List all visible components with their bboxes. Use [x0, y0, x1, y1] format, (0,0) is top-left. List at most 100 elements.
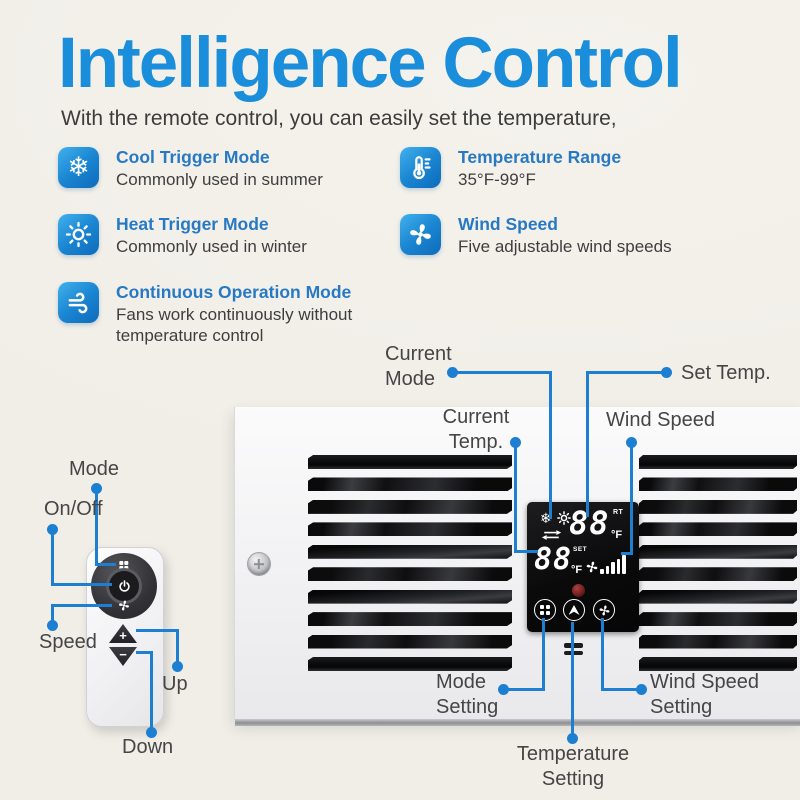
snowflake-icon: ❄ [540, 511, 552, 527]
feature-title: Temperature Range [458, 147, 622, 167]
page-title: Intelligence Control [58, 24, 683, 103]
vent-louver [639, 544, 797, 559]
callout-dot [626, 437, 637, 448]
set-temp-value: 88 [534, 542, 573, 577]
page-subtitle: With the remote control, you can easily … [61, 107, 617, 130]
wind-icon [58, 282, 99, 323]
feature-title: Cool Trigger Mode [116, 147, 270, 167]
callout-dot [47, 620, 58, 631]
vent-louver [639, 612, 797, 627]
vent-louver [639, 656, 797, 671]
snowflake-icon: ❄ [58, 147, 99, 188]
power-icon [118, 579, 130, 592]
vent-louver [308, 656, 512, 671]
screw-icon [247, 552, 271, 576]
callout-line [630, 442, 633, 555]
callout-line [95, 563, 116, 566]
feature-title: Heat Trigger Mode [116, 214, 269, 234]
remote-speed-button [118, 599, 131, 612]
feature-desc: Fans work continuously without temperatu… [116, 305, 353, 345]
up-arrow-icon [568, 605, 580, 615]
feature-title: Wind Speed [458, 214, 558, 234]
set-unit: °F [571, 564, 583, 576]
vent-louver [308, 589, 512, 604]
vent-louver [308, 612, 512, 627]
callout-line [589, 371, 666, 374]
vent-louver [639, 589, 797, 604]
temperature-setting-button [563, 599, 585, 621]
callout-down: Down [122, 736, 174, 758]
rt-label: RT [613, 509, 624, 516]
callout-dot [498, 684, 509, 695]
vent-louver [308, 634, 512, 649]
wind-speed-bars [600, 550, 628, 574]
callout-line [514, 442, 517, 553]
feature-heat-trigger-mode: Heat Trigger Mode Commonly used in winte… [58, 214, 388, 258]
callout-line [621, 552, 633, 555]
callout-line [51, 529, 54, 586]
callout-wind-speed: Wind Speed [606, 409, 715, 431]
callout-line [452, 371, 552, 374]
callout-line [176, 629, 179, 665]
callout-line [514, 550, 538, 553]
mode-setting-button [534, 599, 556, 621]
fan-icon [585, 560, 599, 579]
callout-on-off: On/Off [44, 498, 103, 520]
vent-grille-left [308, 455, 512, 671]
callout-line [586, 371, 589, 517]
callout-dot [447, 367, 458, 378]
callout-line [549, 371, 552, 519]
callout-dot [146, 727, 157, 738]
callout-line [51, 604, 112, 607]
callout-line [504, 688, 545, 691]
feature-title: Continuous Operation Mode [116, 282, 352, 302]
callout-line [601, 688, 641, 691]
thermometer-icon [400, 147, 441, 188]
loop-mode-icon [541, 528, 562, 546]
vent-louver [639, 455, 797, 469]
vent-louver [308, 455, 512, 469]
vent-louver [308, 567, 512, 582]
feature-desc: Five adjustable wind speeds [458, 237, 672, 256]
callout-line [95, 488, 98, 566]
callout-dot [91, 483, 102, 494]
feature-temperature-range: Temperature Range 35°F-99°F [400, 147, 740, 191]
callout-mode: Mode [69, 458, 120, 480]
sun-icon [557, 511, 571, 530]
plus-label: + [119, 628, 127, 643]
vent-louver [308, 499, 512, 514]
callout-dot [172, 661, 183, 672]
remote-power-button [106, 568, 142, 604]
callout-line [51, 606, 54, 625]
callout-line [601, 618, 604, 691]
vent-louver [639, 522, 797, 537]
callout-line [136, 629, 179, 632]
callout-dot [47, 524, 58, 535]
remote-up-button: + [109, 624, 137, 643]
minus-label: − [119, 647, 127, 662]
feature-wind-speed: Wind Speed Five adjustable wind speeds [400, 214, 740, 258]
set-label: SET [573, 546, 588, 553]
remote-pad [91, 553, 157, 619]
vent-louver [308, 477, 512, 492]
callout-speed: Speed [39, 631, 97, 653]
callout-dot [661, 367, 672, 378]
callout-line [542, 618, 545, 691]
callout-line [150, 651, 153, 731]
vent-louver [639, 634, 797, 649]
sun-icon [58, 214, 99, 255]
control-panel-display: ❄ 88 RT °F 88 SET °F [527, 502, 639, 632]
ir-indicator-light [572, 584, 585, 597]
callout-set-temp: Set Temp. [681, 362, 771, 384]
feature-desc: Commonly used in winter [116, 237, 307, 256]
rt-unit: °F [611, 529, 623, 541]
callout-line [136, 651, 153, 654]
room-temp-value: 88 [569, 504, 610, 542]
vent-louver [308, 544, 512, 559]
vent-louver [639, 567, 797, 582]
